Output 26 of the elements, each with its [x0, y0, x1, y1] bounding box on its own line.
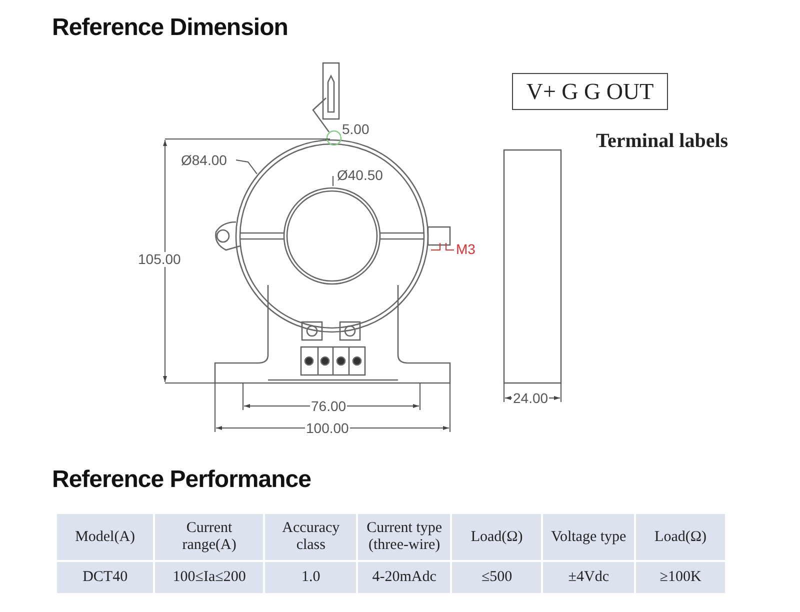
section-heading: Reference Performance [52, 466, 311, 494]
table-cell: ±4Vdc [542, 561, 636, 594]
table-header-cell: Model(A) [56, 513, 154, 561]
table-cell: ≥100K [635, 561, 726, 594]
thread-label: M3 [455, 242, 476, 257]
dimension-label: 24.00 [512, 391, 550, 406]
table-cell: DCT40 [56, 561, 154, 594]
dimension-label: 76.00 [310, 399, 348, 414]
table-header-cell: Accuracy class [264, 513, 358, 561]
table-header-cell: Load(Ω) [635, 513, 726, 561]
note-label: Terminal labels [596, 130, 728, 153]
table-cell: ≤500 [451, 561, 542, 594]
table-header-cell: Load(Ω) [451, 513, 542, 561]
table-cell: 4-20mAdc [357, 561, 452, 594]
dimension-label: Ø40.50 [336, 168, 384, 183]
dimension-label: 100.00 [305, 421, 350, 436]
table-header-cell: Voltage type [542, 513, 636, 561]
dimension-label: Ø84.00 [180, 153, 228, 168]
table-cell: 100≤Ia≤200 [154, 561, 264, 594]
dimension-label: 105.00 [137, 252, 182, 267]
table-cell: 1.0 [264, 561, 358, 594]
dimension-label: 5.00 [341, 122, 370, 137]
table-header-cell: Current type (three-wire) [357, 513, 452, 561]
heading: Reference Dimension [52, 14, 288, 42]
table-header-cell: Current range(A) [154, 513, 264, 561]
terminal-label-box: V+ G G OUT [512, 73, 668, 110]
